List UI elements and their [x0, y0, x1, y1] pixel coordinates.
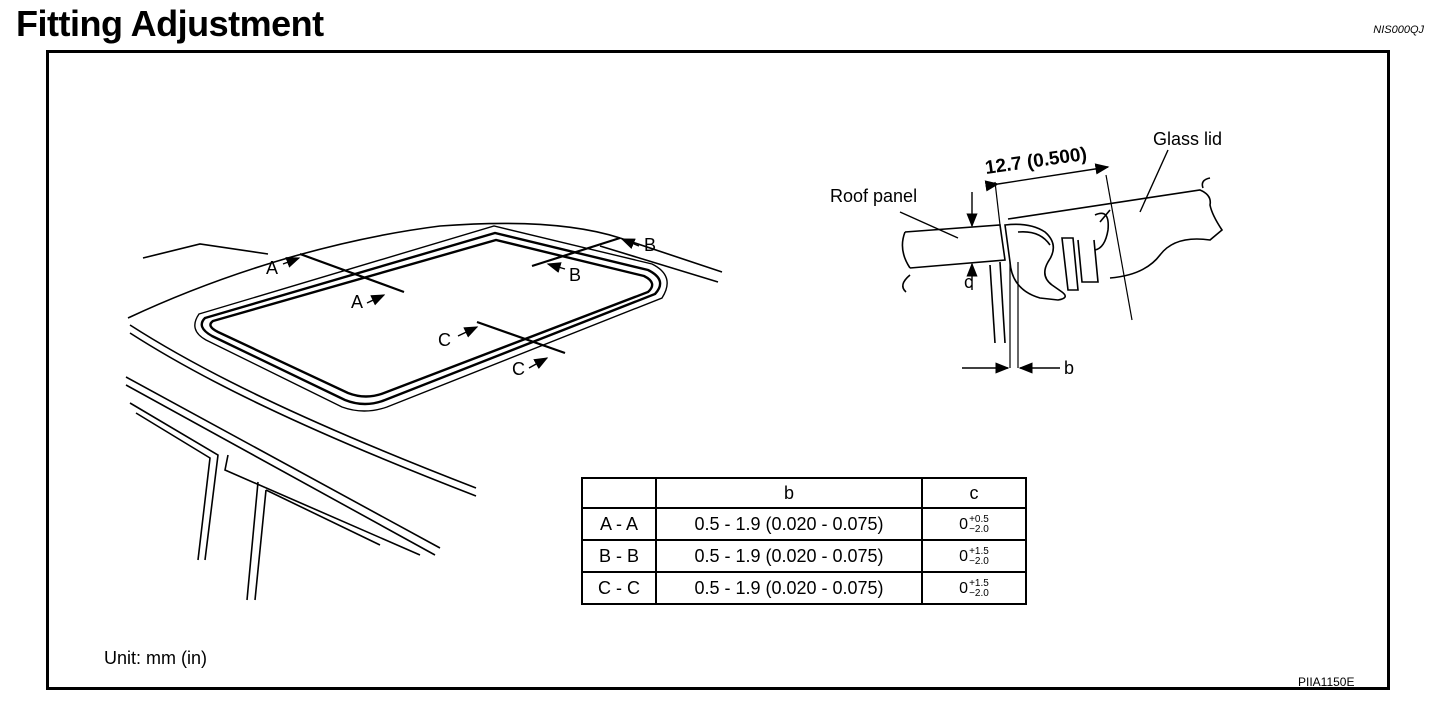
row-section: C - C [581, 571, 657, 605]
section-lines [299, 236, 621, 355]
roof-outline [125, 222, 723, 601]
glass-lid-label: Glass lid [1153, 129, 1222, 149]
document-code: NIS000QJ [1373, 24, 1424, 36]
section-label-c1: C [438, 330, 451, 350]
c-lower-tolerance: −2.0 [969, 556, 989, 567]
c-upper-tolerance: +1.5 [969, 578, 989, 589]
section-label-b2: B [569, 265, 581, 285]
c-base: 0 [959, 580, 969, 597]
c-base: 0 [959, 548, 969, 565]
row-section: B - B [581, 539, 657, 573]
cross-section-detail [901, 174, 1224, 368]
row-b-value: 0.5 - 1.9 (0.020 - 0.075) [655, 539, 923, 573]
row-c-value: 0+1.5−2.0 [921, 571, 1027, 605]
figure-code: PIIA1150E [1298, 675, 1355, 689]
sunroof-opening [194, 225, 668, 412]
dimension-c-label: c [964, 272, 973, 292]
page-title: Fitting Adjustment [16, 3, 324, 44]
row-b-value: 0.5 - 1.9 (0.020 - 0.075) [655, 571, 923, 605]
c-base: 0 [959, 516, 969, 533]
figure-frame [46, 50, 1390, 690]
c-lower-tolerance: −2.0 [969, 588, 989, 599]
dimension-b-label: b [1064, 358, 1074, 378]
c-upper-tolerance: +1.5 [969, 546, 989, 557]
section-arrows [282, 238, 640, 370]
table-row: B - B 0.5 - 1.9 (0.020 - 0.075) 0+1.5−2.… [581, 539, 1027, 573]
section-label-c2: C [512, 359, 525, 379]
header-section [581, 477, 657, 509]
c-lower-tolerance: −2.0 [969, 524, 989, 535]
row-c-value: 0+0.5−2.0 [921, 507, 1027, 541]
dimension-label: 12.7 (0.500) [984, 144, 1088, 179]
section-label-a2: A [351, 292, 363, 312]
section-label-a1: A [266, 258, 278, 278]
row-b-value: 0.5 - 1.9 (0.020 - 0.075) [655, 507, 923, 541]
table-row: C - C 0.5 - 1.9 (0.020 - 0.075) 0+1.5−2.… [581, 571, 1027, 605]
header-b: b [655, 477, 923, 509]
roof-panel-label: Roof panel [830, 186, 917, 206]
header-c: c [921, 477, 1027, 509]
row-c-value: 0+1.5−2.0 [921, 539, 1027, 573]
table-row: A - A 0.5 - 1.9 (0.020 - 0.075) 0+0.5−2.… [581, 507, 1027, 541]
table-header-row: b c [581, 477, 1027, 509]
section-label-b1: B [644, 235, 656, 255]
dimension-lines [899, 149, 1169, 374]
unit-note: Unit: mm (in) [104, 648, 207, 668]
spec-table: b c A - A 0.5 - 1.9 (0.020 - 0.075) 0+0.… [581, 477, 1027, 605]
c-upper-tolerance: +0.5 [969, 514, 989, 525]
section-labels: A A B B C C [266, 235, 656, 379]
row-section: A - A [581, 507, 657, 541]
